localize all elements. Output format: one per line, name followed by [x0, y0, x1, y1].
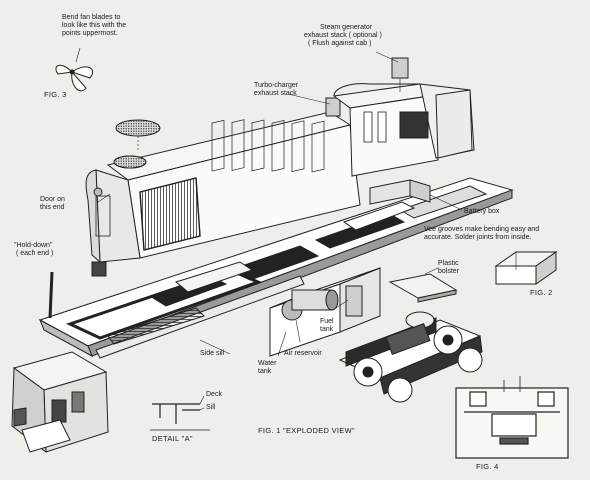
fig3-note-line2: look like this with the: [62, 22, 127, 29]
battery-box-label: Battery box: [464, 208, 500, 215]
side-sill-label: Side sill: [200, 350, 225, 357]
hold-down-label-1: "Hold-down": [14, 242, 53, 249]
water-tank-label-2: tank: [258, 368, 272, 375]
plastic-bolster-label-1: Plastic: [438, 260, 459, 267]
vee-grooves-label-1: Vee grooves make bending easy and: [424, 226, 540, 233]
door-label-1: Door on: [40, 196, 65, 203]
turbo-charger-label-2: exhaust stack: [254, 90, 297, 97]
vee-groove-figure: [494, 251, 558, 285]
plastic-bolster: [388, 267, 458, 303]
fig1-label: FIG. 1 "EXPLODED VIEW": [258, 426, 355, 435]
deck-label: Deck: [206, 391, 222, 398]
hold-down-rod: [48, 271, 54, 319]
battery-box: [369, 179, 463, 211]
hold-down-label-2: ( each end ): [16, 250, 54, 257]
truck-assembly: [338, 311, 483, 403]
locomotive-cab: [332, 57, 475, 177]
fig3-label: FIG. 3: [44, 90, 67, 99]
fuel-tank-label-1: Fuel: [320, 318, 334, 325]
detail-a-label: DETAIL "A": [152, 434, 193, 443]
leader-lines: [97, 51, 399, 411]
fig4-label: FIG. 4: [476, 462, 499, 471]
plastic-bolster-label-2: bolster: [438, 268, 460, 275]
steam-generator-label-3: ( Flush against cab ): [308, 40, 372, 47]
steam-generator-label-1: Steam generator: [320, 24, 373, 31]
fan-blade-figure: [55, 64, 94, 92]
vee-grooves-label-2: accurate. Solder joints from inside.: [424, 234, 532, 241]
fan-grille: [115, 119, 161, 152]
fig2-label: FIG. 2: [530, 288, 553, 297]
turbo-charger-label-1: Turbo-charger: [254, 82, 299, 89]
detail-a-figure: [150, 403, 210, 431]
fig3-note-line3: points uppermost.: [62, 30, 118, 37]
water-tank-label-1: Water: [258, 360, 277, 367]
fuel-tank: [269, 267, 381, 357]
frame-deck: [38, 177, 514, 359]
pilot-front-end: [11, 351, 109, 454]
door-label-2: this end: [40, 204, 65, 211]
fuel-tank-label-2: tank: [320, 326, 334, 333]
steam-generator-label-2: exhaust stack ( optional ): [304, 32, 382, 39]
sill-label: Sill: [206, 404, 216, 411]
air-reservoir-label: Air reservoir: [284, 350, 322, 357]
coupler-figure: [455, 376, 569, 459]
fig3-note-line1: Bend fan blades to: [62, 14, 121, 21]
